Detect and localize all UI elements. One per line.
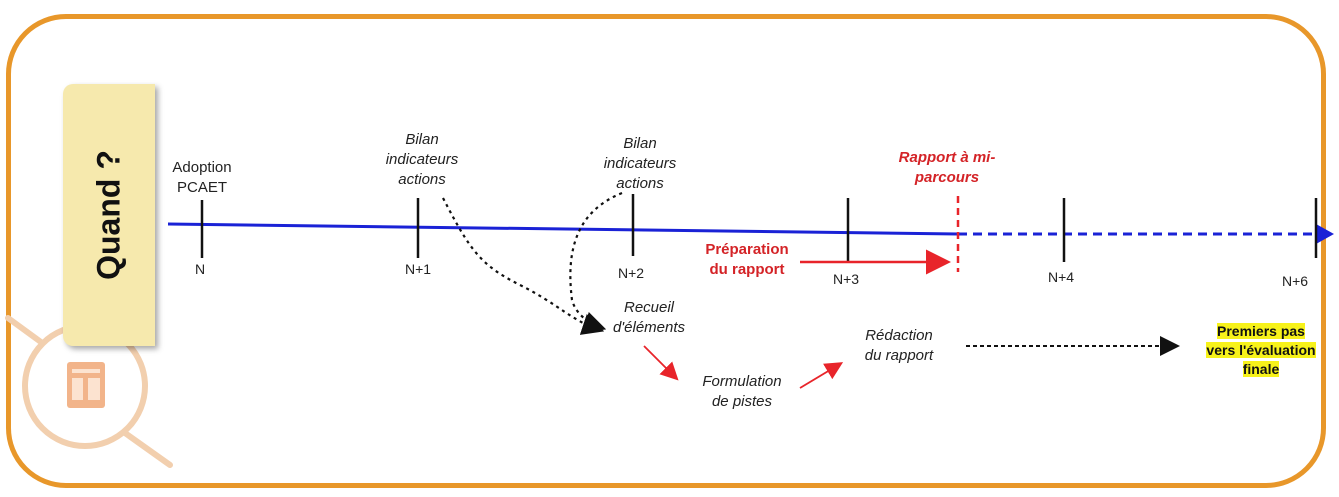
tick-label: N+6 (1282, 273, 1309, 289)
tick-label: N (195, 261, 206, 277)
timeline-arrowhead (1316, 224, 1334, 244)
tick-label: N+2 (618, 265, 645, 281)
bilan1-to-recueil-arrow (442, 197, 605, 335)
timeline-solid (167, 222, 959, 236)
diagram-frame (6, 14, 1326, 488)
bilan2-to-recueil-arrow (569, 191, 623, 333)
recueil-to-formulation-arrow (643, 345, 679, 381)
side-tab-label: Quand ? (90, 150, 127, 280)
tick-label: N+3 (833, 271, 860, 287)
rapport-mi-parcours-label: Rapport à mi-parcours (898, 149, 996, 186)
magnifier-icon (5, 315, 173, 468)
side-tab: Quand ? (63, 84, 155, 346)
formulation-to-redaction-arrow (799, 362, 844, 389)
tick-label: N+4 (1048, 269, 1075, 285)
tick-label: N+1 (405, 261, 432, 277)
